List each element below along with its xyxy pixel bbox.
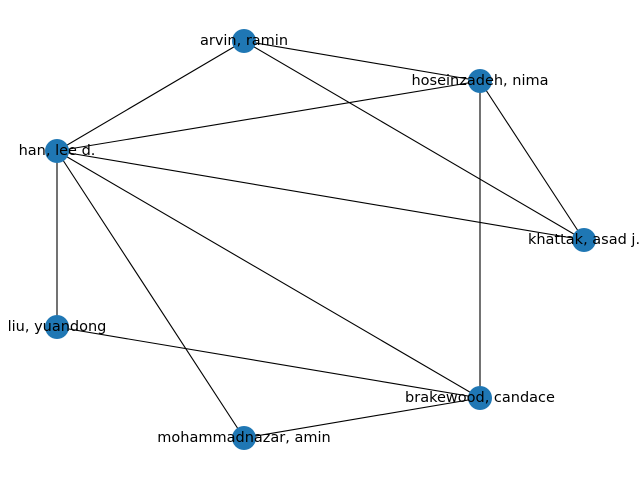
edge-hoseinzadeh-han: [56, 80, 481, 152]
edge-liu-brakewood: [56, 326, 481, 399]
node-layer: [45, 29, 596, 450]
edge-hoseinzadeh-khattak: [479, 80, 585, 241]
node-label-brakewood: brakewood, candace: [405, 390, 555, 406]
node-label-hoseinzadeh: hoseinzadeh, nima: [411, 73, 548, 89]
node-arvin: [232, 29, 256, 53]
node-liu: [45, 315, 69, 339]
label-layer: arvin, ramin hoseinzadeh, nima han, lee d.…: [8, 33, 640, 446]
edge-han-brakewood: [56, 150, 481, 399]
edge-brakewood-mohammadnazar: [243, 397, 481, 439]
edge-layer: [56, 40, 585, 439]
node-label-han: han, lee d.: [19, 143, 96, 159]
node-label-liu: liu, yuandong: [8, 319, 107, 335]
edge-arvin-hoseinzadeh: [243, 40, 481, 82]
edge-arvin-han: [56, 40, 245, 152]
node-label-mohammadnazar: mohammadnazar, amin: [157, 430, 330, 446]
node-mohammadnazar: [232, 426, 256, 450]
node-khattak: [572, 228, 596, 252]
node-brakewood: [468, 386, 492, 410]
node-han: [45, 139, 69, 163]
edge-arvin-khattak: [243, 40, 585, 241]
node-hoseinzadeh: [468, 69, 492, 93]
edge-han-khattak: [56, 150, 585, 241]
node-label-arvin: arvin, ramin: [200, 33, 288, 49]
edge-han-mohammadnazar: [56, 150, 245, 439]
node-label-khattak: khattak, asad j.: [528, 232, 640, 248]
